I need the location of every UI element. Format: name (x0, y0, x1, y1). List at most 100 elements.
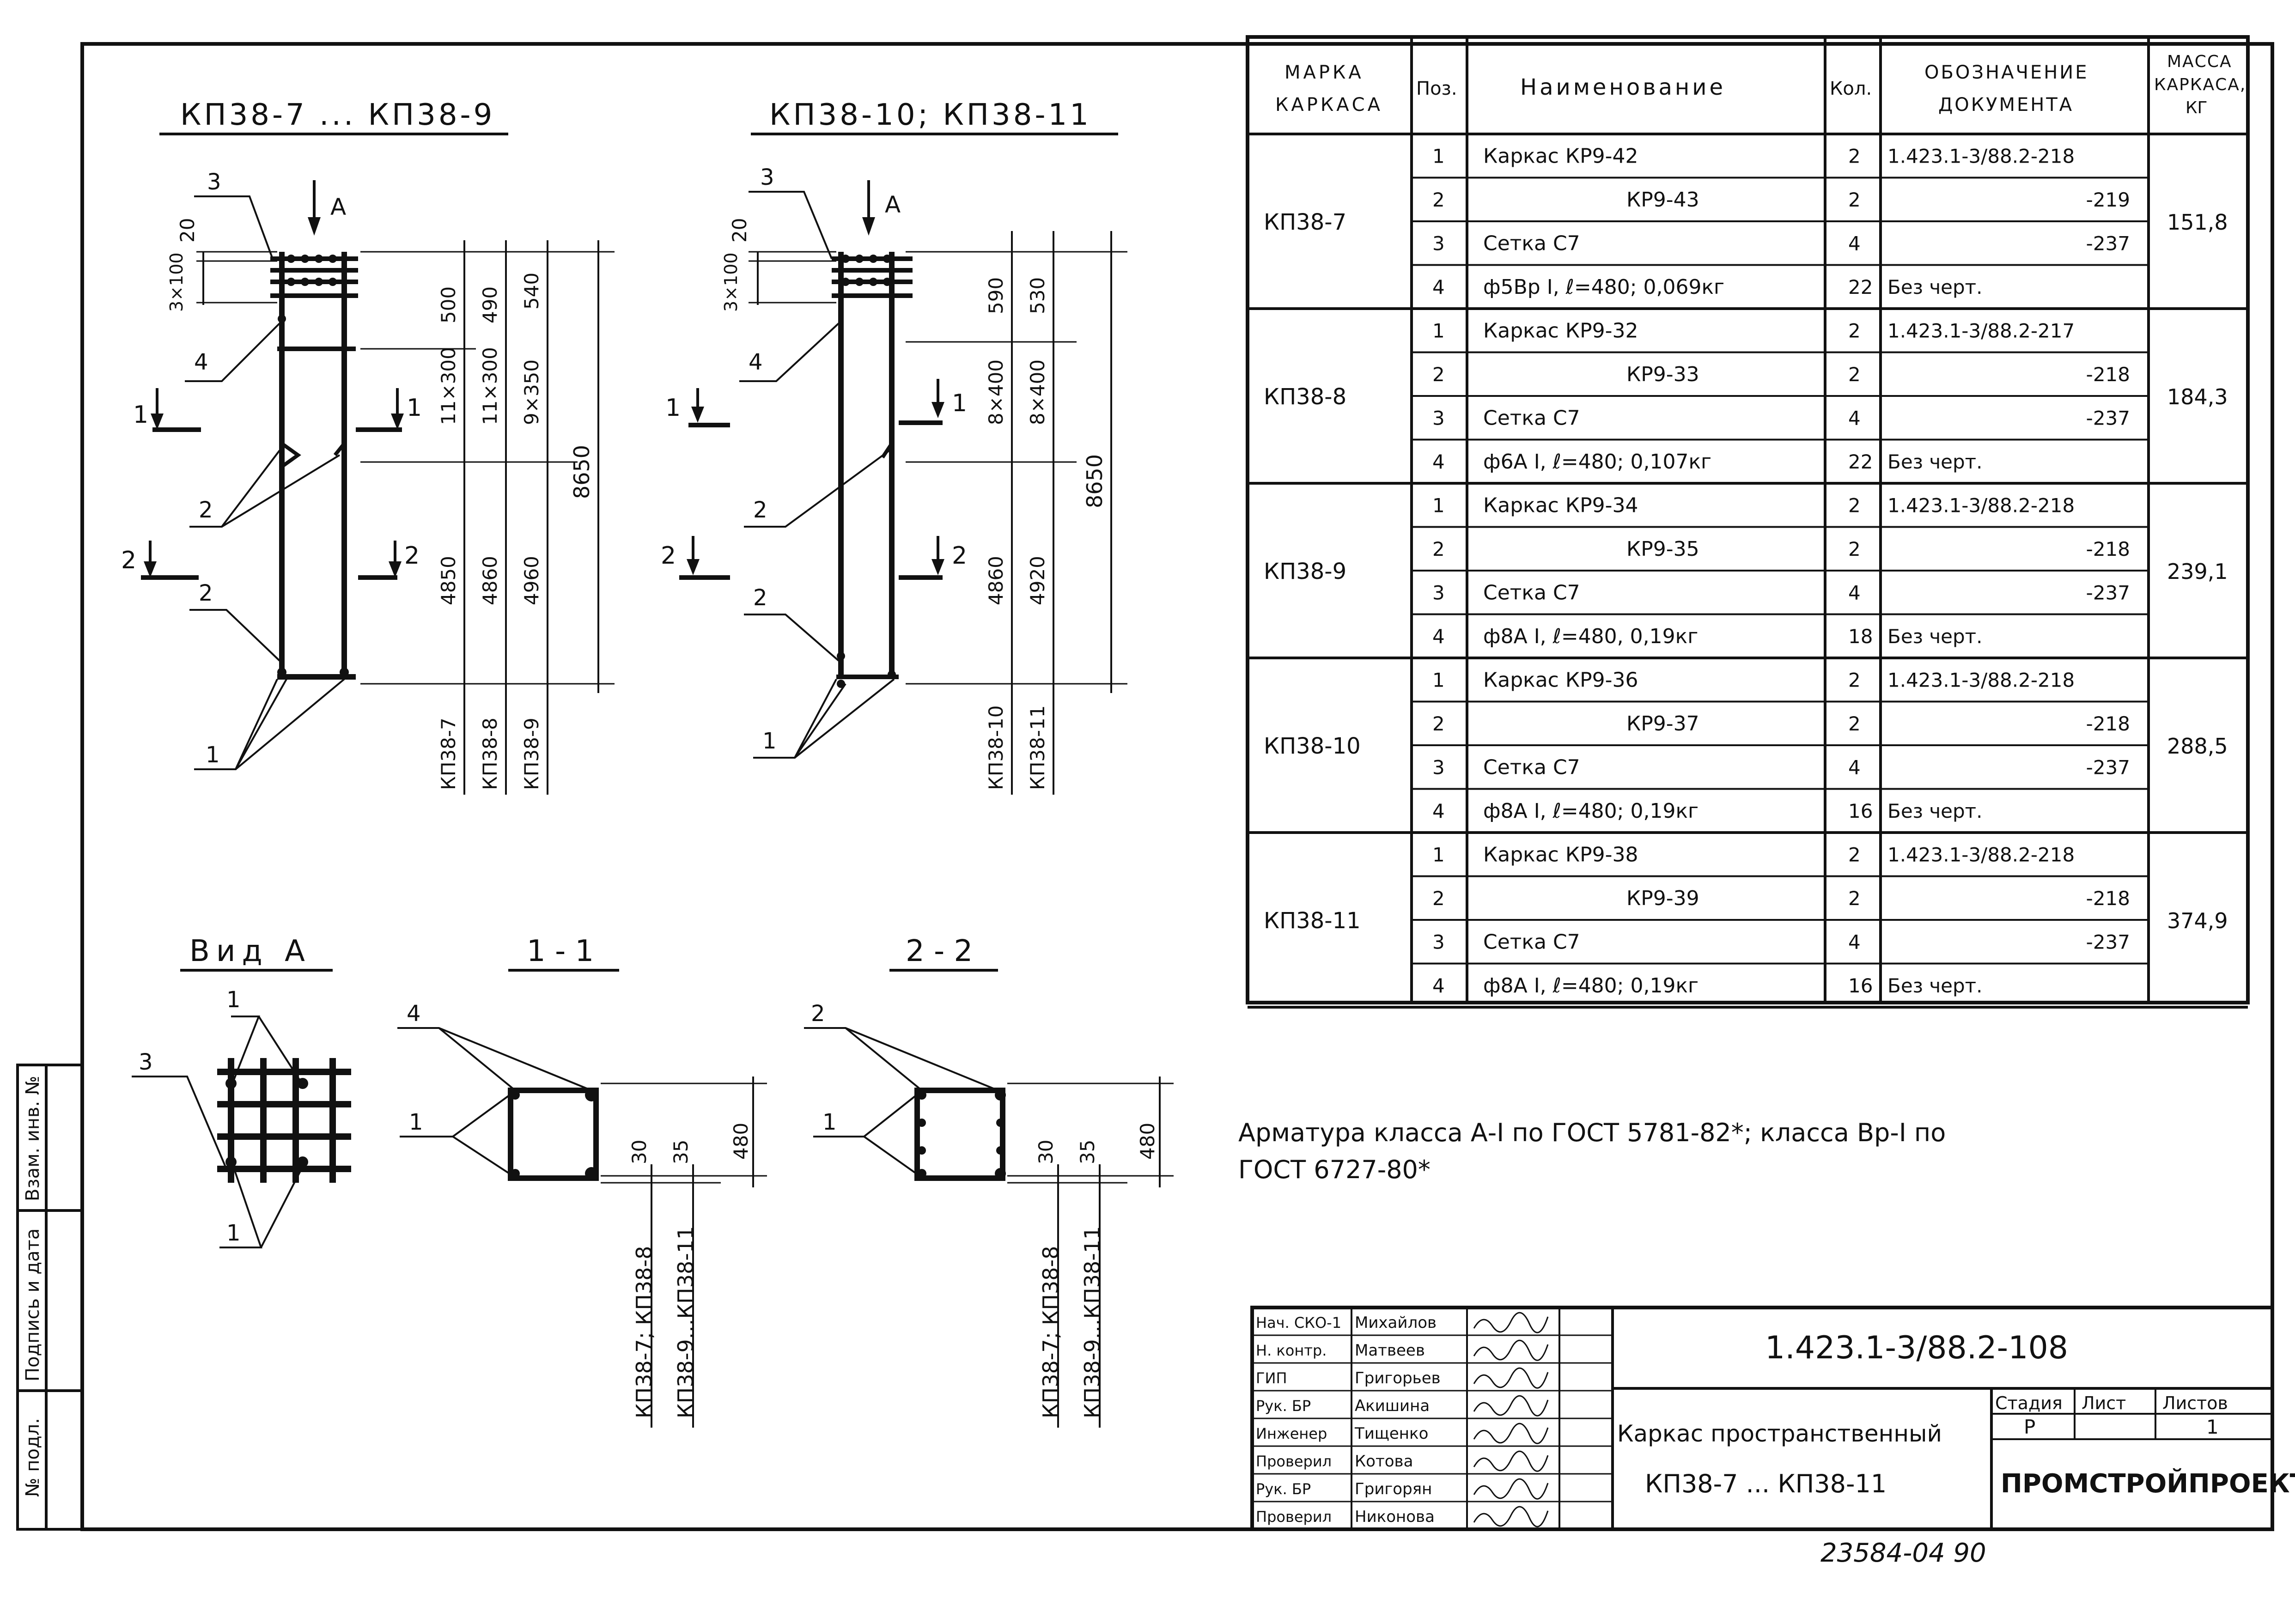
left-col1-a: 500 (437, 286, 460, 323)
tb-person-name: Григорян (1355, 1480, 1432, 1498)
stamp-vzam-inv: Взам. инв. № (22, 1076, 43, 1201)
spec-pos: 2 (1432, 189, 1445, 211)
tb-person-name: Акишина (1355, 1397, 1430, 1415)
hdr-pos: Поз. (1416, 78, 1457, 99)
right-title: КП38-10; КП38-11 (769, 98, 1091, 132)
spec-group-mass: 151,8 (2167, 210, 2228, 235)
spec-pos: 1 (1432, 319, 1445, 342)
spec-group-mass: 239,1 (2167, 559, 2228, 584)
spec-group-mass: 288,5 (2167, 734, 2228, 759)
tb-person-name: Котова (1355, 1452, 1413, 1471)
signature (1473, 1450, 1549, 1472)
callout-4-right: 4 (749, 349, 763, 375)
left-total: 8650 (569, 445, 594, 499)
spec-qty: 2 (1848, 669, 1861, 691)
spec-name: Сетка С7 (1483, 581, 1580, 604)
callout-1-left: 1 (206, 742, 220, 768)
spec-qty: 4 (1848, 931, 1861, 953)
signature (1473, 1312, 1549, 1333)
tb-sheet-label: Лист (2082, 1393, 2126, 1413)
spec-table: МАРКА КАРКАСА Поз. Наименование Кол. ОБО… (1246, 35, 2250, 1009)
spec-doc: -218 (2086, 538, 2130, 560)
spec-doc: Без черт. (1887, 276, 1982, 298)
view-a-callout-3: 3 (139, 1049, 153, 1075)
sec22-callout-1: 1 (822, 1109, 837, 1135)
section-2-mark-right-a: 2 (661, 542, 676, 570)
section-1-mark-right-a: 1 (665, 394, 681, 422)
left-col3-a: 540 (520, 273, 543, 310)
tb-org: ПРОМСТРОЙПРОЕКТ (2001, 1468, 2295, 1499)
spec-qty: 2 (1848, 712, 1861, 735)
view-a: Вид А 1 3 1 (132, 934, 351, 1248)
spec-doc: -218 (2086, 712, 2130, 735)
spec-qty: 16 (1848, 974, 1873, 997)
sec22-callout-2: 2 (811, 1001, 825, 1027)
spec-name: КР9-39 (1626, 887, 1699, 910)
view-a-callout-1b: 1 (226, 1220, 241, 1246)
tb-person-name: Михайлов (1355, 1314, 1437, 1332)
tb-role: Нач. СКО-1 (1256, 1314, 1341, 1332)
tb-role: Рук. БР (1256, 1480, 1311, 1498)
spec-pos: 1 (1432, 669, 1445, 691)
callout-3-right: 3 (760, 164, 774, 190)
note-line-2: ГОСТ 6727-80* (1238, 1155, 1431, 1184)
left-dim-spacing: 3×100 (166, 252, 187, 312)
signature (1473, 1478, 1549, 1500)
spec-doc: 1.423.1-3/88.2-218 (1887, 843, 2075, 866)
spec-name: КР9-35 (1626, 537, 1699, 561)
spec-qty: 4 (1848, 407, 1861, 429)
tb-role: Инженер (1256, 1425, 1327, 1442)
left-mark-3: КП38-9 (520, 718, 543, 790)
spec-name: ф8А I, ℓ=480, 0,19кг (1483, 625, 1698, 648)
tb-role: Рук. БР (1256, 1397, 1311, 1415)
spec-pos: 4 (1432, 625, 1445, 648)
right-mark-1: КП38-10 (985, 706, 1007, 790)
spec-group-mass: 184,3 (2167, 384, 2228, 409)
tb-sheets: 1 (2206, 1416, 2219, 1438)
spec-pos: 2 (1432, 538, 1445, 560)
spec-qty: 2 (1848, 843, 1861, 866)
hdr-mass-1: МАССА (2167, 52, 2232, 71)
spec-qty: 2 (1848, 494, 1861, 517)
section-2-mark-left-b: 2 (404, 542, 420, 570)
right-col2-b: 8×400 (1026, 359, 1049, 425)
tb-doc-code: 1.423.1-3/88.2-108 (1765, 1330, 2068, 1366)
spec-name: КР9-43 (1626, 188, 1699, 212)
spec-name: КР9-33 (1626, 363, 1699, 386)
hdr-doc-1: ОБОЗНАЧЕНИЕ (1924, 62, 2088, 83)
section-1-1: 1 - 1 4 1 30 35 480 КП38-7; КП38-8 КП38-… (397, 934, 767, 1428)
left-col3-c: 4960 (520, 556, 543, 605)
spec-group-mass: 374,9 (2167, 908, 2228, 933)
note-line-1: Арматура класса А-I по ГОСТ 5781-82*; кл… (1238, 1118, 1946, 1147)
signature (1473, 1339, 1549, 1361)
spec-doc: 1.423.1-3/88.2-218 (1887, 145, 2075, 167)
tb-stage: Р (2024, 1416, 2035, 1438)
spec-qty: 2 (1848, 887, 1861, 910)
view-a-title: Вид А (189, 934, 311, 968)
tb-role: Проверил (1256, 1453, 1332, 1470)
spec-doc: Без черт. (1887, 625, 1982, 648)
tb-person-name: Тищенко (1354, 1424, 1428, 1443)
tb-role: ГИП (1256, 1369, 1287, 1387)
bottom-note: 23584-04 90 (1820, 1538, 1986, 1568)
spec-qty: 22 (1848, 276, 1873, 298)
sec22-dim-30: 30 (1035, 1140, 1057, 1164)
callout-2b-right: 2 (753, 585, 767, 611)
sec22-mark-2: КП38-9...КП38-11 (1080, 1226, 1105, 1418)
right-total: 8650 (1082, 454, 1107, 508)
spec-qty: 4 (1848, 581, 1861, 604)
spec-name: КР9-37 (1626, 712, 1699, 736)
tb-title-2: КП38-7 ... КП38-11 (1645, 1469, 1887, 1498)
spec-doc: -237 (2086, 232, 2130, 255)
callout-4-left: 4 (194, 349, 208, 375)
spec-name: ф5Вр I, ℓ=480; 0,069кг (1483, 275, 1724, 299)
section-1-mark-left-a: 1 (133, 401, 148, 429)
left-col2-b: 11×300 (479, 347, 501, 425)
spec-qty: 22 (1848, 450, 1873, 473)
stamp-n-podl: № подл. (22, 1418, 43, 1497)
callout-3-left: 3 (207, 169, 221, 195)
spec-name: Сетка С7 (1483, 755, 1580, 779)
signature (1473, 1506, 1549, 1527)
left-mark-1: КП38-7 (437, 718, 460, 790)
